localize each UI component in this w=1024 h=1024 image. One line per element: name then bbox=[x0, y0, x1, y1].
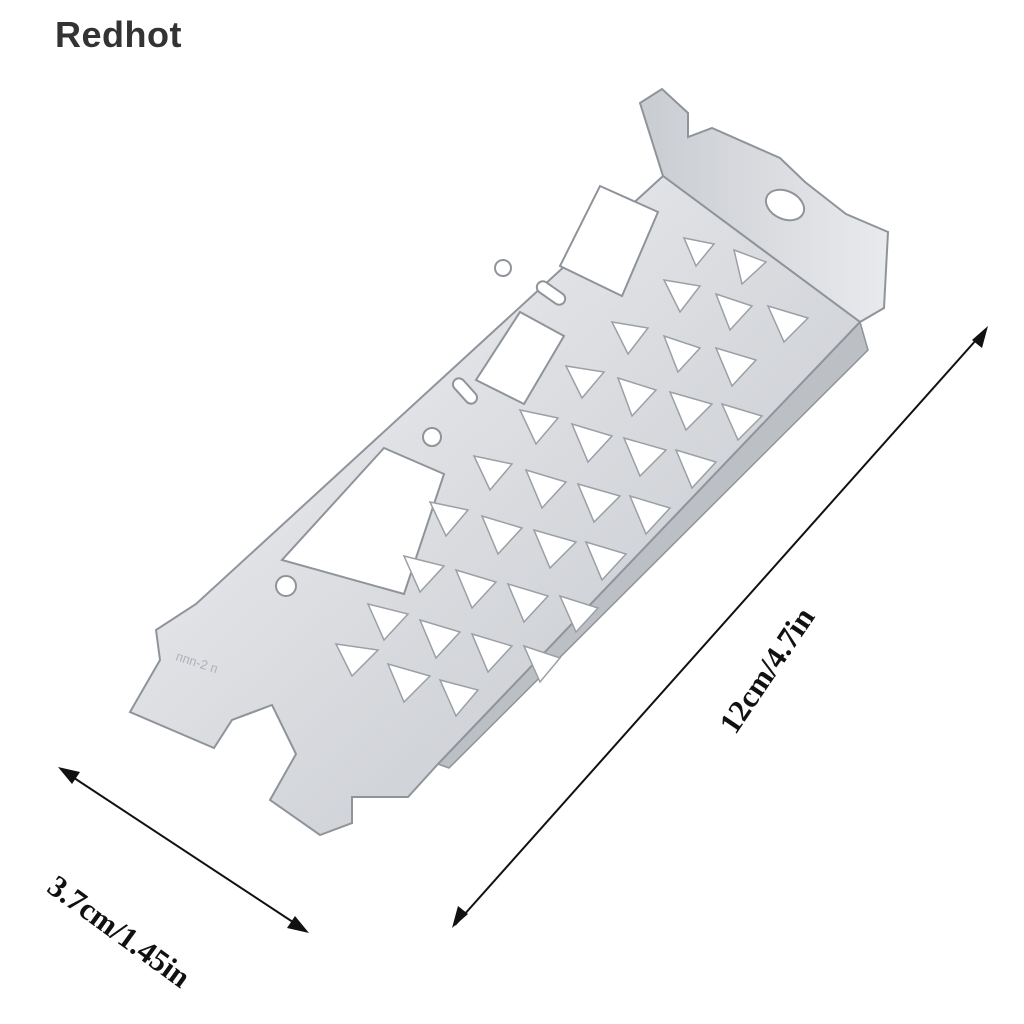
mounting-hole bbox=[764, 188, 806, 222]
port-cutout bbox=[280, 446, 446, 596]
port-cutout bbox=[474, 310, 566, 406]
round-hole bbox=[275, 575, 297, 597]
round-hole bbox=[422, 427, 442, 447]
port-cutout bbox=[558, 184, 660, 298]
brand-watermark: Redhot bbox=[55, 14, 182, 55]
length-dimension-arrow bbox=[452, 326, 988, 928]
port-cutouts bbox=[275, 184, 660, 597]
pcie-low-profile-bracket-icon: ппп-2 п bbox=[128, 87, 890, 837]
vent-pattern bbox=[334, 236, 810, 718]
round-hole bbox=[494, 259, 512, 277]
width-dimension-arrow bbox=[58, 767, 309, 933]
slot-cutout bbox=[535, 280, 567, 306]
slot-cutout bbox=[451, 377, 479, 405]
